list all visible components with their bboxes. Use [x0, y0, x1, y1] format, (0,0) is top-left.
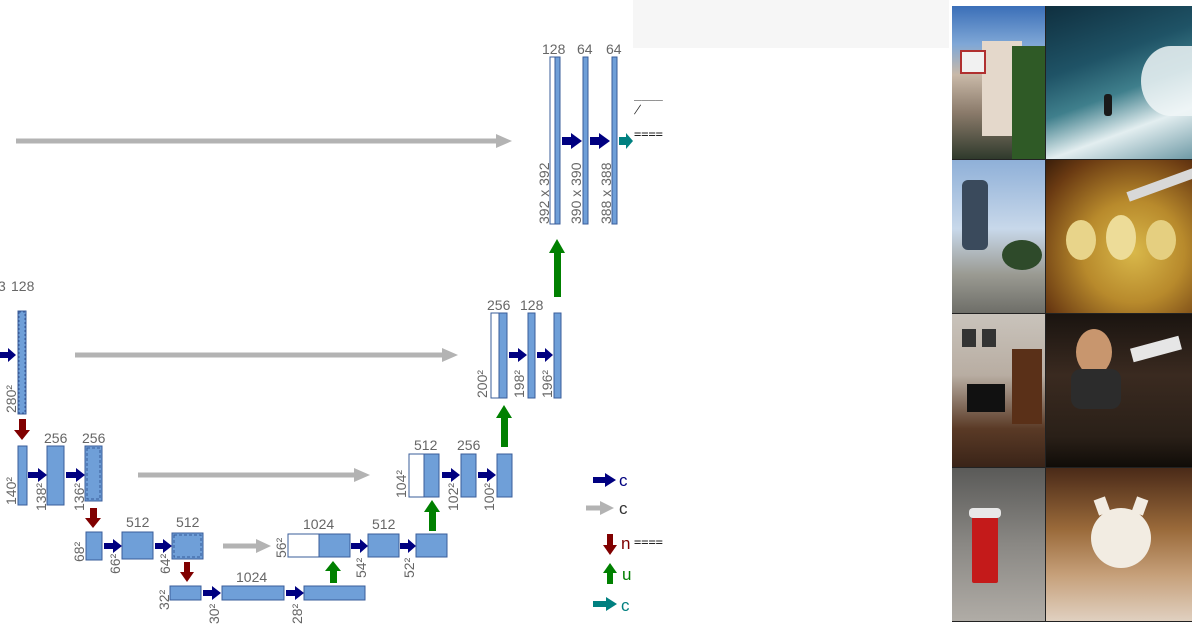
channel-label: 64: [606, 41, 622, 57]
size-label: 30²: [206, 603, 222, 624]
block-l3-a: [85, 531, 103, 561]
size-label: 68²: [71, 541, 87, 562]
block-l3-c: [171, 532, 204, 560]
code-fragment: ====: [634, 535, 663, 549]
code-fragment: ====: [634, 127, 663, 141]
channel-label: 64: [577, 41, 593, 57]
legend-text-pool: n: [621, 534, 631, 553]
size-label: 196²: [539, 369, 555, 398]
diagram-canvas: [0, 56, 633, 611]
dark-blue-arrow: [593, 473, 616, 487]
block-l2-c: [84, 445, 103, 502]
size-label: 54²: [353, 557, 369, 578]
channel-label: 3: [0, 278, 6, 294]
size-label: 140²: [3, 476, 19, 505]
channel-label: 512: [176, 514, 200, 530]
block-top-c: [611, 56, 618, 225]
block-r1-cat: [490, 312, 500, 399]
size-label: 392 x 392: [536, 162, 552, 225]
channel-label: 128: [11, 278, 35, 294]
teal-arrow: [593, 597, 617, 611]
fire-hydrant-photo: [952, 468, 1045, 621]
legend-arrows: [586, 473, 617, 611]
block-b-b: [221, 585, 285, 601]
size-label: 136²: [71, 482, 87, 511]
size-label: 56²: [273, 537, 289, 558]
channel-label: 128: [542, 41, 566, 57]
legend-text-conv: c: [619, 471, 628, 490]
woman-wine-photo: [1046, 314, 1192, 467]
block-r2-a: [423, 453, 440, 498]
block-r2-c: [496, 453, 513, 498]
channel-label: 512: [414, 437, 438, 453]
block-top-a: [554, 56, 561, 225]
copy-arrow-level4-head: [256, 539, 271, 553]
size-label: 390 x 390: [568, 162, 584, 225]
channel-label: 256: [487, 297, 511, 313]
red-down-arrow: [603, 534, 617, 555]
block-top-b: [582, 56, 589, 225]
block-b-c: [303, 585, 366, 601]
block-r3-b: [367, 533, 400, 558]
legend-text-copy: c: [619, 499, 628, 518]
block-r3-c: [415, 533, 448, 558]
green-up-arrow: [603, 563, 617, 584]
channel-label: 128: [520, 297, 544, 313]
potatoes-knife-photo: [1046, 160, 1192, 313]
channel-label: 256: [44, 430, 68, 446]
channel-label: 512: [126, 514, 150, 530]
channel-label: 1024: [303, 516, 335, 532]
size-label: 104²: [393, 469, 409, 498]
channel-label: 512: [372, 516, 396, 532]
legend-text-final: c: [621, 596, 630, 615]
blank-panel: [633, 0, 949, 48]
channel-label: 256: [82, 430, 106, 446]
skateboarder-photo: [952, 160, 1045, 313]
block-r1-b: [527, 312, 536, 399]
size-label: 66²: [107, 553, 123, 574]
block-l2-b: [46, 445, 65, 506]
size-label: 100²: [481, 482, 497, 511]
block-l1: [17, 310, 27, 415]
legend-text-up: u: [622, 565, 632, 584]
channel-label: 256: [457, 437, 481, 453]
block-r1-c: [553, 312, 562, 399]
street-building-photo: [952, 6, 1045, 159]
kitten-photo: [1046, 468, 1192, 621]
size-label: 138²: [33, 482, 49, 511]
block-l3-b: [121, 531, 154, 560]
copy-arrow-level1-head: [496, 134, 512, 148]
up-conv-arrows: [325, 239, 565, 583]
size-label: 32²: [156, 589, 172, 610]
surfer-wave-photo: [1046, 6, 1192, 159]
size-label: 280²: [3, 384, 19, 413]
conv-arrows: [0, 133, 610, 600]
copy-crop-arrows: [16, 134, 512, 553]
copy-arrow-level3-head: [354, 468, 370, 482]
block-r2-cat: [408, 453, 426, 498]
size-label: 64²: [157, 553, 173, 574]
size-label: 28²: [289, 603, 305, 624]
code-fragment: ̸: [634, 103, 642, 117]
size-label: 388 x 388: [598, 162, 614, 225]
copy-arrow-level2-head: [442, 348, 458, 362]
size-label: 102²: [445, 482, 461, 511]
size-label: 52²: [401, 557, 417, 578]
block-r1-a: [498, 312, 508, 399]
channel-label: 1024: [236, 569, 268, 585]
code-fragment: ____: [634, 87, 663, 101]
living-room-photo: [952, 314, 1045, 467]
feature-map-blocks: [17, 56, 618, 601]
size-label: 200²: [474, 369, 490, 398]
block-r3-a: [318, 533, 351, 558]
block-l2-a: [17, 445, 28, 506]
block-r3-cat: [287, 533, 320, 558]
block-b-a: [169, 585, 202, 601]
size-label: 198²: [511, 369, 527, 398]
photo-grid: [952, 6, 1192, 622]
block-r2-b: [460, 453, 477, 498]
max-pool-arrows: [14, 419, 194, 582]
final-conv-arrow: [619, 133, 633, 149]
